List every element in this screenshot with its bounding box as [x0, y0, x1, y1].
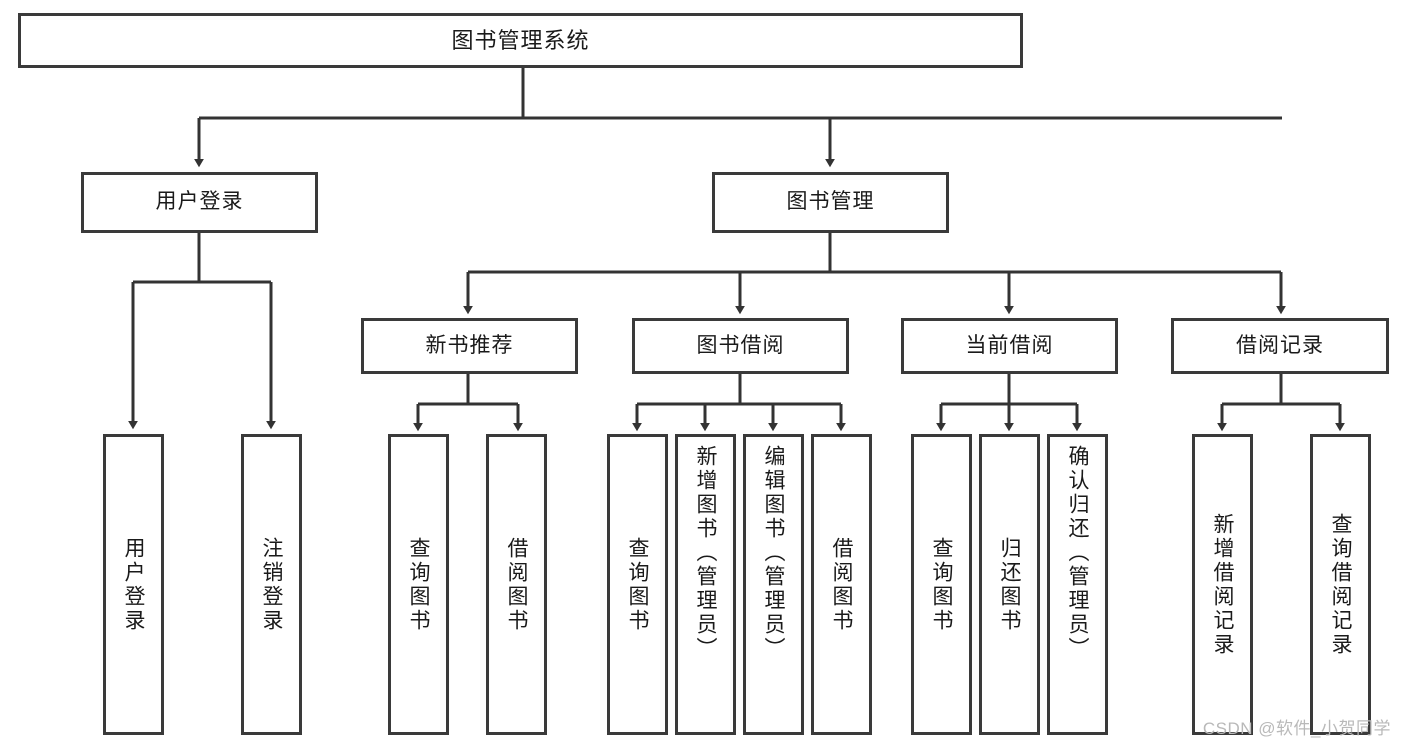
node-label: 新书推荐	[425, 333, 514, 357]
leaf-user-login[interactable]: 用户登录	[103, 434, 164, 735]
leaf-logout[interactable]: 注销登录	[241, 434, 302, 735]
leaf-label: 查询图书	[626, 536, 649, 633]
leaf-label: 编辑图书（管理员）	[762, 445, 785, 661]
watermark: CSDN @软件_小贺同学	[1202, 719, 1391, 738]
leaf-borrow-book[interactable]: 借阅图书	[811, 434, 872, 735]
node-label: 图书管理系统	[451, 27, 590, 53]
leaf-label: 用户登录	[122, 536, 145, 633]
leaf-edit-book-admin[interactable]: 编辑图书（管理员）	[743, 434, 804, 735]
leaf-borrow-book-new[interactable]: 借阅图书	[486, 434, 547, 735]
leaf-query-borrow-record[interactable]: 查询借阅记录	[1310, 434, 1371, 735]
leaf-label: 查询图书	[407, 536, 430, 633]
leaf-query-book-new[interactable]: 查询图书	[388, 434, 449, 735]
leaf-query-book-current[interactable]: 查询图书	[911, 434, 972, 735]
leaf-label: 注销登录	[260, 536, 283, 633]
node-label: 用户登录	[155, 190, 244, 214]
leaf-query-book-borrow[interactable]: 查询图书	[607, 434, 668, 735]
node-label: 图书管理	[786, 190, 875, 214]
leaf-label: 查询借阅记录	[1329, 512, 1352, 657]
leaf-label: 新增借阅记录	[1211, 512, 1234, 657]
node-borrow-record[interactable]: 借阅记录	[1171, 318, 1389, 374]
node-book-borrow[interactable]: 图书借阅	[632, 318, 849, 374]
leaf-label: 查询图书	[930, 536, 953, 633]
node-label: 图书借阅	[696, 333, 785, 357]
leaf-label: 新增图书（管理员）	[694, 445, 717, 661]
leaf-return-book[interactable]: 归还图书	[979, 434, 1040, 735]
node-current-borrow[interactable]: 当前借阅	[901, 318, 1118, 374]
leaf-confirm-return-admin[interactable]: 确认归还（管理员）	[1047, 434, 1108, 735]
leaf-label: 借阅图书	[830, 536, 853, 633]
node-user-login[interactable]: 用户登录	[81, 172, 318, 233]
leaf-label: 借阅图书	[505, 536, 528, 633]
leaf-add-book-admin[interactable]: 新增图书（管理员）	[675, 434, 736, 735]
node-label: 借阅记录	[1236, 333, 1324, 357]
node-label: 当前借阅	[965, 333, 1054, 357]
leaf-add-borrow-record[interactable]: 新增借阅记录	[1192, 434, 1253, 735]
node-book-management[interactable]: 图书管理	[712, 172, 949, 233]
node-new-book-recommend[interactable]: 新书推荐	[361, 318, 578, 374]
leaf-label: 确认归还（管理员）	[1066, 445, 1089, 661]
node-root-system[interactable]: 图书管理系统	[18, 13, 1023, 68]
leaf-label: 归还图书	[998, 536, 1021, 633]
